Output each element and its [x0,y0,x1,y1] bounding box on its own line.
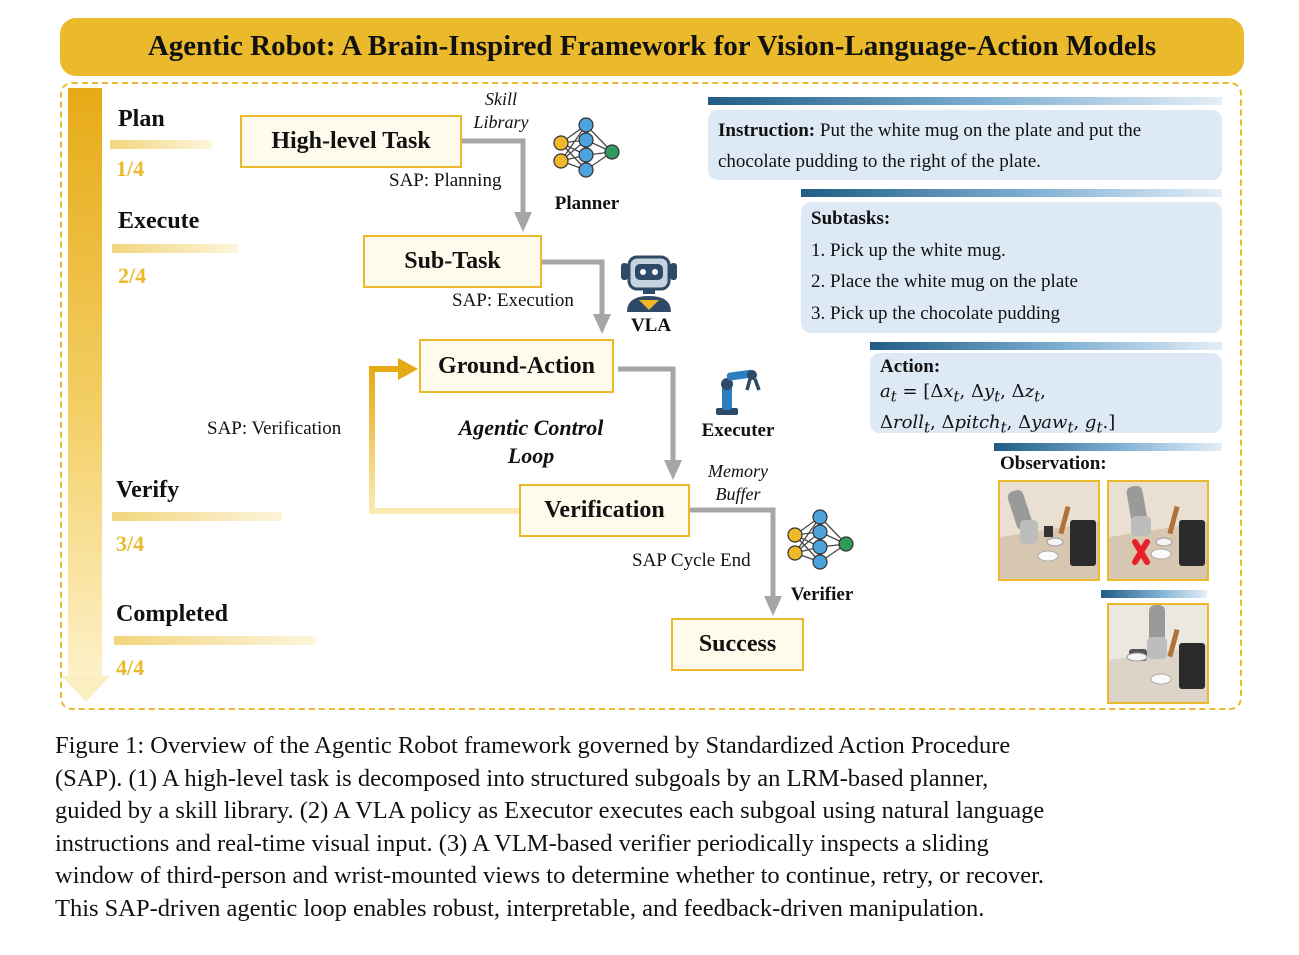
stage-completed-line [114,636,316,645]
caption-line: window of third-person and wrist-mounted… [55,862,1045,890]
planner-neural-network-icon [553,117,620,178]
stage-execute-line [112,244,238,253]
failure-x-mark [1132,539,1150,565]
edge-label-cycle-end: SAP Cycle End [632,550,751,571]
stage-execute-label: Execute [118,208,200,234]
stage-plan-line [110,140,212,149]
observation-image-1 [998,480,1100,581]
execution-arrowhead [593,314,611,334]
subtasks-panel-bar [801,189,1222,197]
verification-loop-arrow [369,366,519,514]
execution-arrow [542,259,605,316]
action-panel-bar [870,342,1222,350]
instruction-label: Instruction: [718,120,816,141]
edge-label-verification: SAP: Verification [207,418,342,439]
node-ground-action: Ground-Action [419,339,614,393]
agent-label-planner: Planner [554,193,620,214]
subtasks-panel: Subtasks: 1. Pick up the white mug. 2. P… [801,202,1222,333]
agent-label-vla: VLA [630,315,672,336]
subtask-item: 1. Pick up the white mug. [811,239,1006,261]
subtasks-label: Subtasks: [811,208,891,229]
action-formula-line-1: at = [Δxt, Δyt, Δzt, [880,381,1046,406]
stage-execute-fraction: 2/4 [118,263,147,288]
observation-image-3 [1107,603,1209,704]
node-success: Success [671,618,804,671]
verifier-neural-network-icon [787,509,854,570]
title-banner [60,18,1244,76]
edge-label-planning: SAP: Planning [389,170,502,191]
action-label: Action: [880,356,941,377]
observation-image-2 [1107,480,1209,581]
instruction-text-line-1: Put the white mug on the plate and put t… [819,120,1142,141]
agent-label-executer: Executer [701,420,775,441]
stage-plan-label: Plan [118,106,165,132]
action-formula-line-2: Δrollt, Δpitcht, Δyawt, gt.] [880,411,1116,437]
verification-loop-arrowhead [398,358,418,380]
subtask-item: 3. Pick up the chocolate pudding [811,302,1061,324]
progress-arrow-head [62,676,110,702]
node-verification: Verification [519,484,690,537]
stage-completed-label: Completed [116,601,228,627]
cycle-end-arrow [690,507,776,598]
stage-verify-fraction: 3/4 [116,531,145,556]
stage-verify-line [112,512,282,521]
stage-verify-label: Verify [116,477,180,503]
edge-label-execution: SAP: Execution [452,290,574,311]
agent-label-verifier: Verifier [790,584,854,605]
instruction-text-line-2: chocolate pudding to the right of the pl… [718,151,1041,172]
diagram-frame [60,82,1242,710]
figure-caption: Figure 1: Overview of the Agentic Robot … [55,730,1248,926]
vla-robot-icon [621,255,677,312]
action-to-verification-arrowhead [664,460,682,480]
caption-line: This SAP-driven agentic loop enables rob… [55,894,985,922]
observation-retry-bar [1101,590,1207,598]
action-to-verification-arrow [618,366,676,462]
caption-line: instructions and real-time visual input.… [55,829,989,857]
action-panel: Action: at = [Δxt, Δyt, Δzt, Δrollt, Δpi… [870,353,1222,436]
caption-line: guided by a skill library. (2) A VLA pol… [55,797,1045,825]
planning-arrow [461,138,526,214]
subtask-item: 2. Place the white mug on the plate [811,271,1078,292]
instruction-panel-bar [708,97,1222,105]
figure-title: Agentic Robot: A Brain-Inspired Framewor… [147,30,1157,62]
planning-arrowhead [514,212,532,232]
observation-panel-bar [994,443,1222,451]
caption-line: (SAP). (1) A high-level task is decompos… [55,764,989,792]
node-sub-task: Sub-Task [363,235,542,288]
observation-label: Observation: [1000,453,1107,474]
progress-arrow-shaft [68,88,102,678]
node-high-level-task: High-level Task [240,115,462,168]
cycle-end-arrowhead [764,596,782,616]
stage-plan-fraction: 1/4 [116,156,145,181]
instruction-panel: Instruction: Put the white mug on the pl… [708,110,1222,180]
executer-robot-arm-icon [716,369,761,415]
caption-line: Figure 1: Overview of the Agentic Robot … [55,732,1011,759]
stage-completed-fraction: 4/4 [116,655,145,680]
